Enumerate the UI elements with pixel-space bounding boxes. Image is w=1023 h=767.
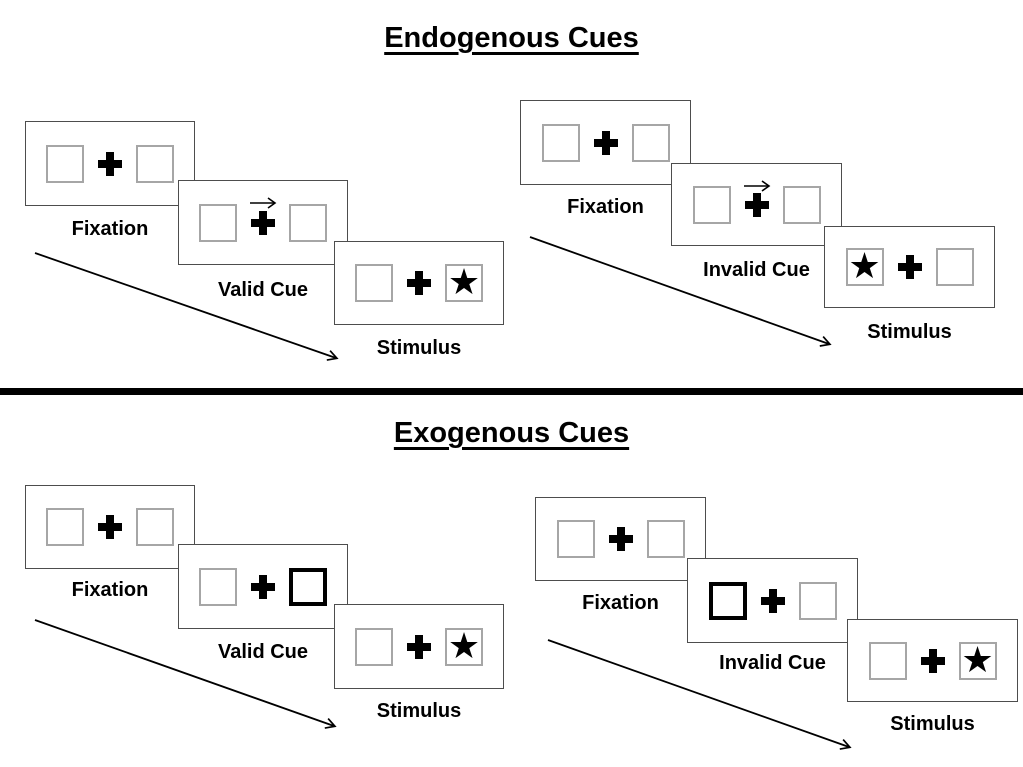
panel-label: Invalid Cue bbox=[703, 259, 810, 281]
timeline-arrow-exogenous-valid bbox=[34, 619, 337, 729]
fixation-cross-icon bbox=[744, 192, 769, 217]
panel-label: Valid Cue bbox=[217, 279, 309, 301]
right-box-highlighted bbox=[289, 567, 327, 606]
valid-cue-panel bbox=[178, 180, 348, 265]
fixation-cross-icon bbox=[760, 588, 785, 613]
right-box bbox=[646, 520, 685, 558]
left-box bbox=[46, 144, 84, 183]
right-arrow-icon bbox=[743, 180, 770, 192]
fixation-cross-icon bbox=[407, 634, 431, 659]
left-box bbox=[556, 520, 595, 558]
section-title-text: Exogenous Cues bbox=[393, 417, 630, 449]
fixation-cross-icon bbox=[897, 255, 922, 279]
fixation-cross-icon bbox=[98, 151, 122, 176]
fixation-cross-icon bbox=[251, 574, 275, 599]
left-box bbox=[199, 203, 237, 242]
right-box: ★ bbox=[445, 264, 483, 302]
left-box bbox=[541, 123, 580, 162]
stimulus-panel: ★ bbox=[334, 604, 504, 689]
timeline-arrow-endogenous-invalid bbox=[529, 236, 832, 347]
fixation-panel bbox=[25, 485, 195, 569]
right-box bbox=[782, 185, 821, 224]
section-title-endogenous: Endogenous Cues bbox=[0, 22, 1023, 55]
section-title-text: Endogenous Cues bbox=[384, 22, 639, 54]
panel-label: Stimulus bbox=[890, 713, 975, 735]
left-box bbox=[868, 641, 907, 680]
timeline-arrow-endogenous-valid bbox=[34, 252, 339, 361]
panel-label: Valid Cue bbox=[217, 641, 309, 663]
right-box bbox=[935, 248, 974, 286]
right-box: ★ bbox=[445, 625, 483, 667]
panel-label: Stimulus bbox=[867, 321, 952, 343]
valid-cue-panel bbox=[178, 544, 348, 629]
star-icon: ★ bbox=[961, 639, 994, 681]
left-box bbox=[46, 508, 84, 546]
invalid-cue-panel bbox=[687, 558, 858, 643]
right-box bbox=[136, 144, 174, 183]
star-icon: ★ bbox=[447, 625, 481, 667]
fixation-cross-icon bbox=[407, 271, 431, 295]
fixation-cross-icon bbox=[98, 515, 122, 539]
section-title-exogenous: Exogenous Cues bbox=[0, 417, 1023, 450]
panel-label: Stimulus bbox=[376, 337, 462, 359]
panel-label: Stimulus bbox=[376, 700, 462, 722]
panel-label: Fixation bbox=[567, 196, 644, 218]
panel-label: Fixation bbox=[71, 218, 149, 240]
star-icon: ★ bbox=[848, 246, 881, 287]
fixation-cross-icon bbox=[608, 527, 633, 551]
right-box bbox=[289, 203, 327, 242]
right-box bbox=[631, 123, 670, 162]
fixation-cross-icon bbox=[920, 648, 945, 673]
panel-label: Fixation bbox=[582, 592, 659, 614]
left-box bbox=[199, 567, 237, 606]
stimulus-panel: ★ bbox=[334, 241, 504, 325]
right-box: ★ bbox=[958, 639, 997, 681]
stimulus-panel: ★ bbox=[824, 226, 995, 308]
left-box-highlighted bbox=[708, 581, 747, 620]
left-box bbox=[692, 185, 731, 224]
invalid-cue-panel bbox=[671, 163, 842, 246]
section-divider bbox=[0, 388, 1023, 395]
stimulus-panel: ★ bbox=[847, 619, 1018, 702]
star-icon: ★ bbox=[447, 262, 481, 303]
fixation-cross-icon bbox=[593, 130, 618, 155]
fixation-panel bbox=[520, 100, 691, 185]
panel-label: Invalid Cue bbox=[719, 652, 826, 674]
right-box bbox=[798, 581, 837, 620]
left-box bbox=[355, 627, 393, 666]
fixation-panel bbox=[25, 121, 195, 206]
right-arrow-icon bbox=[250, 197, 277, 209]
fixation-cross-icon bbox=[251, 210, 275, 235]
panel-label: Fixation bbox=[71, 579, 149, 601]
fixation-panel bbox=[535, 497, 706, 581]
left-box: ★ bbox=[845, 246, 884, 287]
right-box bbox=[136, 508, 174, 546]
left-box bbox=[355, 264, 393, 302]
